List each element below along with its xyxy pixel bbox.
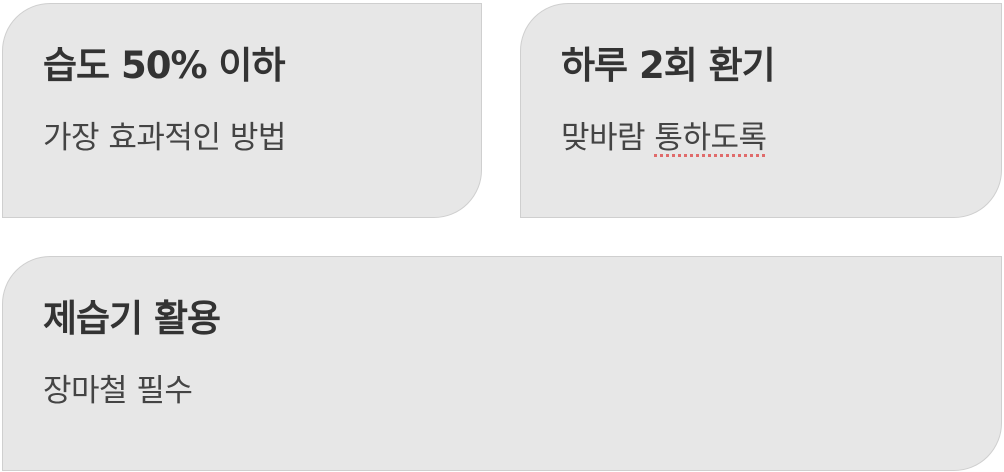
card-description-text: 맞바람 — [561, 120, 655, 156]
card-title: 습도 50% 이하 — [43, 44, 285, 87]
tip-card-humidity: 습도 50% 이하 가장 효과적인 방법 — [2, 3, 482, 218]
card-title: 하루 2회 환기 — [561, 44, 776, 87]
card-title: 제습기 활용 — [43, 297, 221, 340]
tip-card-dehumidifier: 제습기 활용 장마철 필수 — [2, 256, 1002, 471]
card-description: 맞바람 통하도록 — [561, 116, 961, 160]
tip-card-ventilation: 하루 2회 환기 맞바람 통하도록 — [520, 3, 1002, 218]
card-description: 가장 효과적인 방법 — [43, 120, 286, 156]
card-description: 장마철 필수 — [43, 373, 193, 409]
spellcheck-flagged-word[interactable]: 통하도록 — [654, 120, 767, 156]
